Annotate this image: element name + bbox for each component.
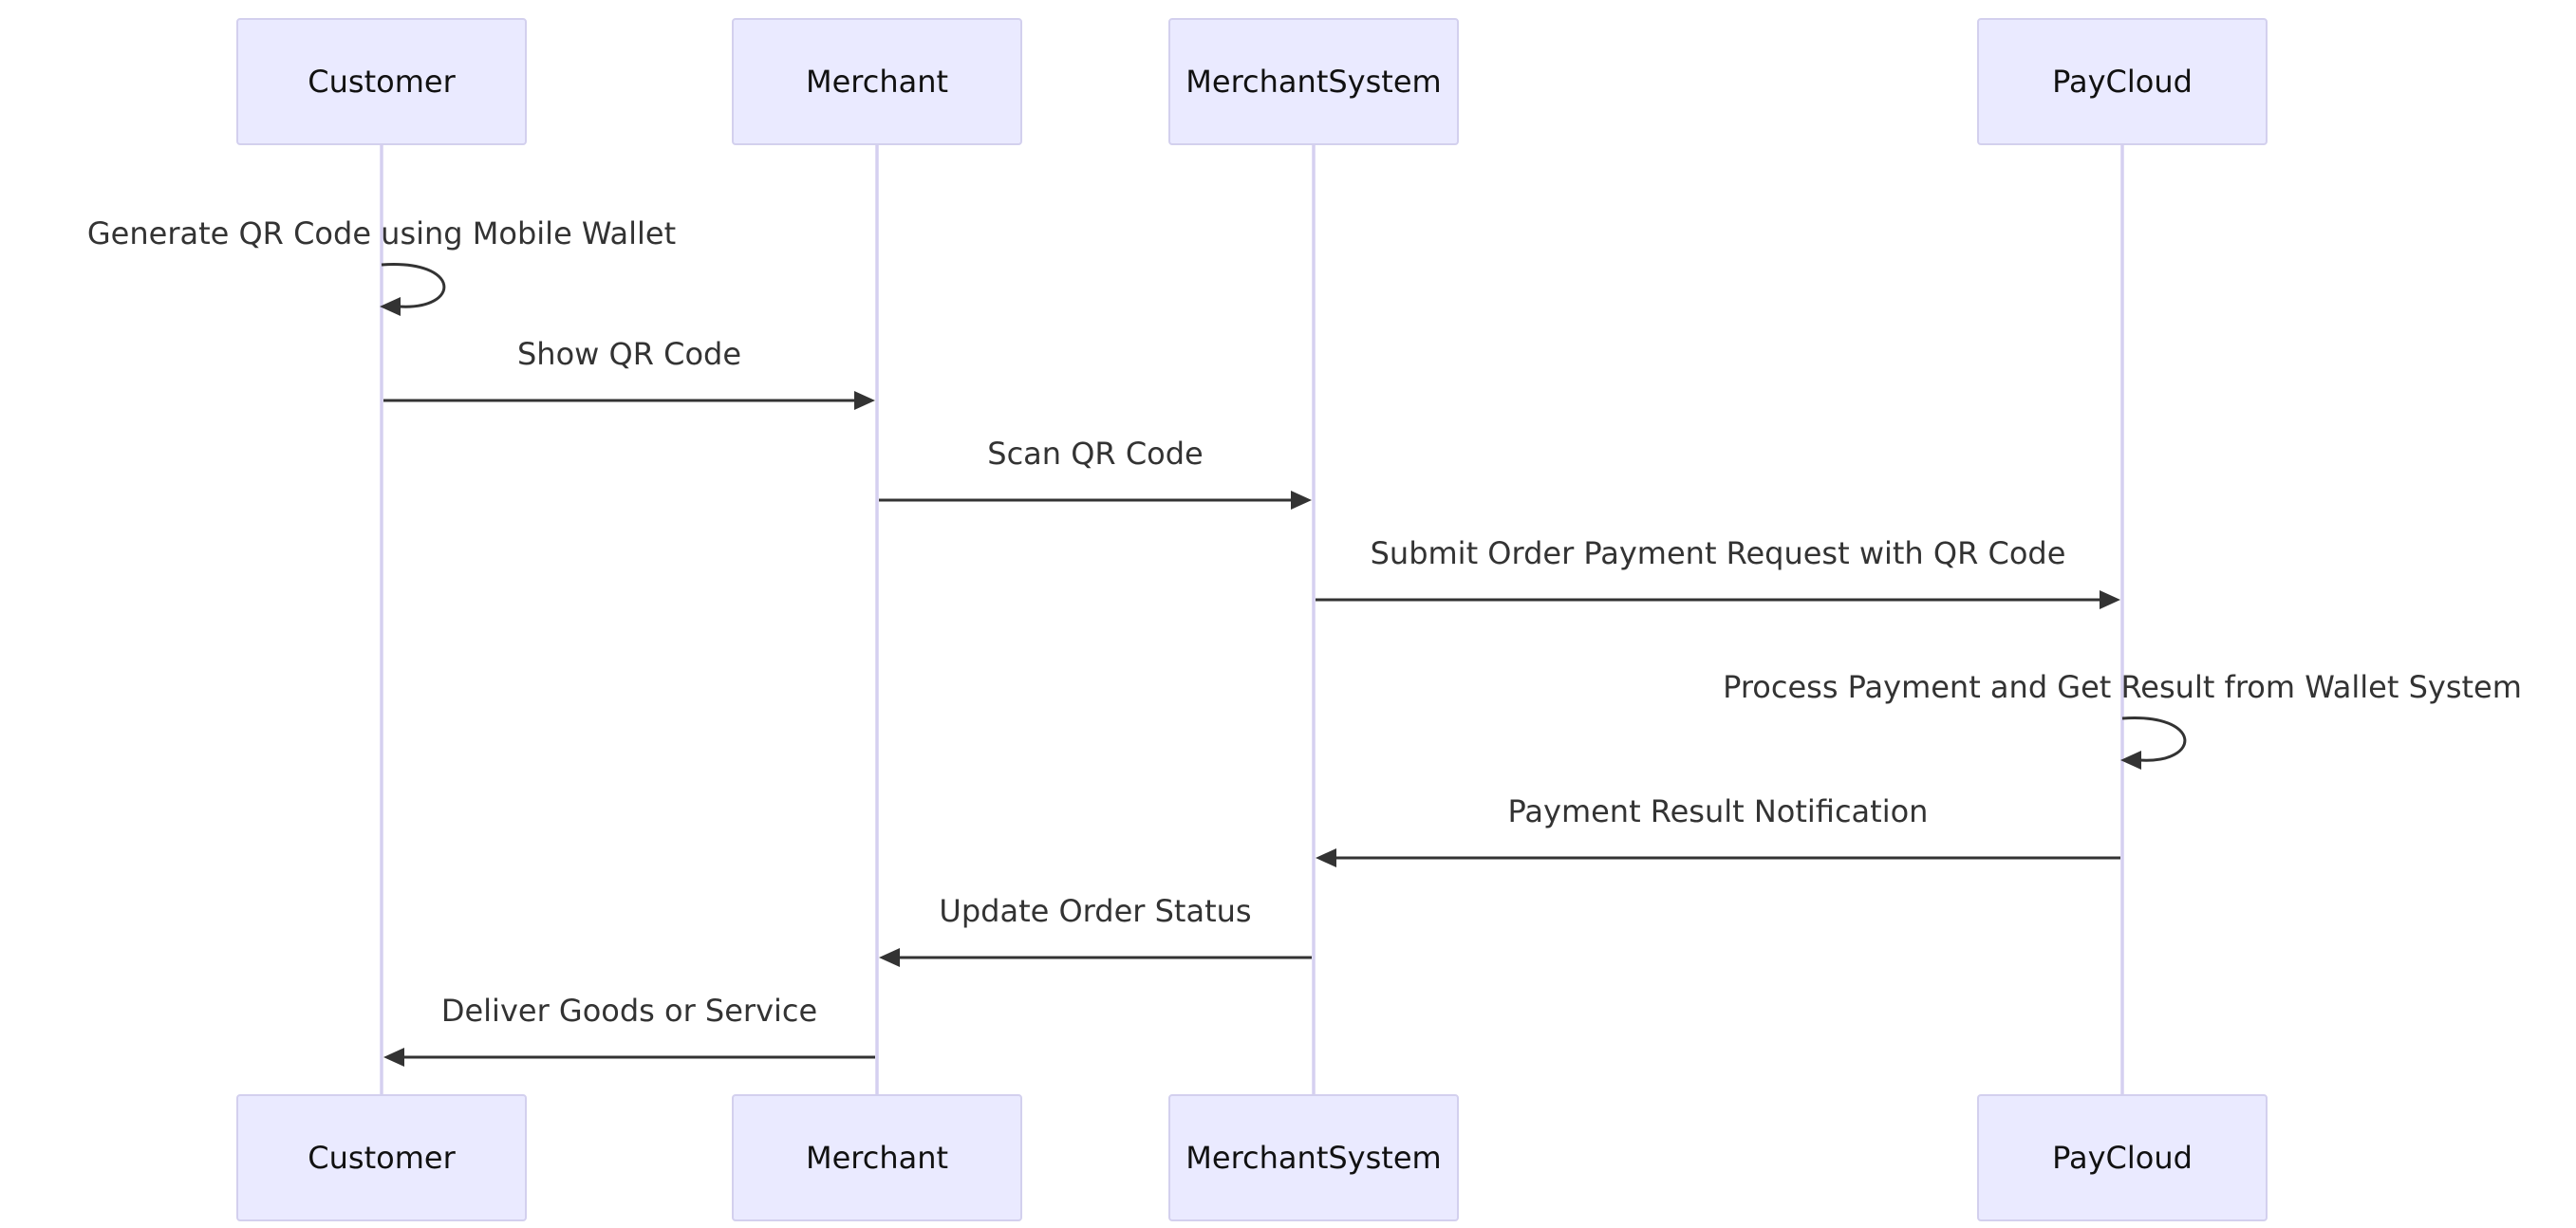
actor-box <box>236 1094 527 1221</box>
actor-label: PayCloud <box>2052 64 2193 100</box>
actor-label: Customer <box>308 1140 456 1176</box>
actor-top-paycloud: PayCloud <box>1977 18 2268 145</box>
message-8: Deliver Goods or Service <box>383 993 875 1067</box>
arrowhead <box>854 391 875 410</box>
actor-bottom-customer: Customer <box>236 1094 527 1221</box>
message-6: Payment Result Notification <box>1316 793 2120 867</box>
actor-label: PayCloud <box>2052 1140 2193 1176</box>
arrowhead <box>879 948 900 967</box>
arrowhead <box>1316 848 1336 867</box>
actors-top: Customer Merchant MerchantSystem PayCloud <box>236 18 2268 145</box>
message-label: Deliver Goods or Service <box>441 993 817 1029</box>
arrowhead <box>380 297 401 316</box>
actor-box <box>1168 1094 1459 1221</box>
message-1: Generate QR Code using Mobile Wallet <box>87 215 676 316</box>
actor-bottom-merchant_system: MerchantSystem <box>1168 1094 1459 1221</box>
arrowhead <box>1291 491 1312 510</box>
actor-box <box>236 18 527 145</box>
message-4: Submit Order Payment Request with QR Cod… <box>1316 535 2120 609</box>
arrowhead <box>2100 590 2120 609</box>
actor-label: Customer <box>308 64 456 100</box>
messages: Generate QR Code using Mobile WalletShow… <box>87 215 2522 1067</box>
lifelines <box>380 144 2124 1095</box>
arrowhead <box>383 1048 404 1067</box>
message-7: Update Order Status <box>879 893 1312 967</box>
message-3: Scan QR Code <box>879 436 1312 510</box>
self-message-loop <box>381 263 446 308</box>
actor-top-merchant: Merchant <box>732 18 1022 145</box>
message-label: Scan QR Code <box>987 436 1203 472</box>
actor-box <box>1168 18 1459 145</box>
actor-label: MerchantSystem <box>1185 1140 1441 1176</box>
message-label: Update Order Status <box>939 893 1251 929</box>
message-label: Payment Result Notification <box>1508 793 1929 829</box>
actors-bottom: Customer Merchant MerchantSystem PayCloud <box>236 1094 2268 1221</box>
actor-box <box>1977 1094 2268 1221</box>
message-label: Process Payment and Get Result from Wall… <box>1723 669 2522 705</box>
message-5: Process Payment and Get Result from Wall… <box>1723 669 2522 770</box>
actor-label: Merchant <box>806 1140 948 1176</box>
actor-label: MerchantSystem <box>1185 64 1441 100</box>
message-label: Show QR Code <box>517 336 741 372</box>
message-2: Show QR Code <box>383 336 875 410</box>
actor-box <box>732 1094 1022 1221</box>
actor-box <box>1977 18 2268 145</box>
self-message-loop <box>2121 716 2187 762</box>
arrowhead <box>2120 751 2141 770</box>
actor-top-merchant_system: MerchantSystem <box>1168 18 1459 145</box>
actor-box <box>732 18 1022 145</box>
actor-top-customer: Customer <box>236 18 527 145</box>
message-label: Submit Order Payment Request with QR Cod… <box>1371 535 2066 571</box>
actor-bottom-paycloud: PayCloud <box>1977 1094 2268 1221</box>
actor-bottom-merchant: Merchant <box>732 1094 1022 1221</box>
message-label: Generate QR Code using Mobile Wallet <box>87 215 676 251</box>
actor-label: Merchant <box>806 64 948 100</box>
